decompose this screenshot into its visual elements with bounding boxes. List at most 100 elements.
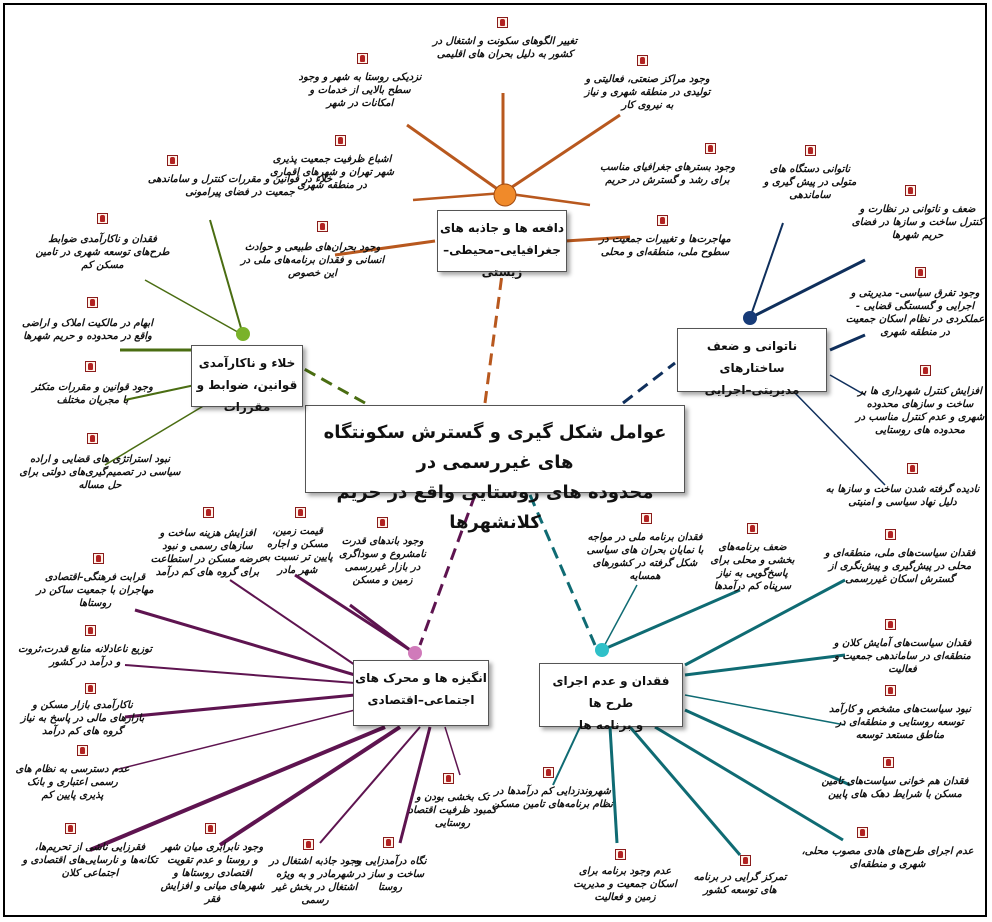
hub-left-line2: قوانین، ضوابط و مقررات xyxy=(196,378,298,414)
central-topic-line2: محدوده های روستایی واقع در حریم کلانشهره… xyxy=(336,482,654,533)
note-icon xyxy=(885,529,896,540)
note-icon xyxy=(905,185,916,196)
note-icon xyxy=(303,839,314,850)
note-icon xyxy=(497,17,508,28)
note-icon xyxy=(93,553,104,564)
leaf-bl6: ناکارآمدی بازار مسکن و بازارهای مالی در … xyxy=(20,700,145,737)
note-icon xyxy=(317,221,328,232)
leaf-bl10: وجود جاذبه اشتغال در شهرمادر و به ویژه ا… xyxy=(269,856,361,906)
hub-bottom-right-line1: فقدان و عدم اجرای طرح ها xyxy=(552,674,670,710)
hub-box-right: ناتوانی و ضعف ساختارهای مدیریتی–اجرایی xyxy=(677,328,827,397)
hub-node-bottom-right xyxy=(595,643,609,657)
leaf-br3: فقدان سیاست‌های ملی، منطقه‌ای و محلی در … xyxy=(824,548,976,585)
hub-left-line1: خلاء و ناکارآمدی xyxy=(198,356,296,370)
leaf-br10: شهروندزدایی کم درآمدها در نظام برنامه‌ها… xyxy=(492,786,613,810)
hub-node-bottom-left xyxy=(408,646,422,660)
note-icon xyxy=(740,855,751,866)
leaf-bl9: وجود نابرابری میان شهر و روستا و عدم تقو… xyxy=(160,842,265,905)
note-icon xyxy=(857,827,868,838)
leaf-bl11: نگاه درآمدزایی به ساخت و ساز در روستا xyxy=(353,856,427,893)
leaf-t4: اشباع ظرفیت جمعیت پذیری شهر تهران و شهره… xyxy=(270,154,394,191)
leaf-br4: فقدان سیاست‌های آمایش کلان و منطقه‌ای در… xyxy=(833,638,972,675)
note-icon xyxy=(920,365,931,376)
hub-top-line1: دافعه ها و جاذبه های xyxy=(439,221,565,235)
leaf-bl12: تک بخشی بودن و کمبود ظرفیت اقتصاد روستای… xyxy=(408,792,497,829)
note-icon xyxy=(637,55,648,66)
leaf-br5: نبود سیاست‌های مشخص و کارآمد توسعه روستا… xyxy=(829,704,971,741)
note-icon xyxy=(885,619,896,630)
hub-node-right xyxy=(743,311,757,325)
hub-node-top xyxy=(493,183,517,207)
leaf-r2: ضعف و ناتوانی در نظارت و کنترل ساخت و سا… xyxy=(851,204,984,241)
hub-box-bottom-left: انگیزه ها و محرک های اجتماعی–اقتصادی xyxy=(353,660,489,726)
leaf-t6: وجود بحران‌های طبیعی و حوادث انسانی و فق… xyxy=(240,242,385,279)
note-icon xyxy=(377,517,388,528)
note-icon xyxy=(87,433,98,444)
leaf-br1: فقدان برنامه ملی در مواجه با نمایان بحرا… xyxy=(586,532,704,582)
leaf-br9: عدم وجود برنامه برای اسکان جمعیت و مدیری… xyxy=(573,866,677,903)
leaf-r4: افزایش کنترل شهرداری ها بر ساخت و سازهای… xyxy=(855,386,985,436)
hub-box-top: دافعه ها و جاذبه های جغرافیایی–محیطی– زی… xyxy=(437,210,567,279)
leaf-bl2: وجود باندهای قدرت نامشروع و سوداگری در ب… xyxy=(338,536,427,586)
leaf-bl3: افزایش هزینه ساخت و سازهای رسمی و نبود ع… xyxy=(150,528,265,578)
leaf-bl8: فقرزایی ناشی از تحریم‌ها، تکانه‌ها و نار… xyxy=(22,842,158,879)
note-icon xyxy=(883,757,894,768)
central-topic-box: عوامل شکل گیری و گسترش سکونتگاه های غیرر… xyxy=(305,405,685,533)
dashed-connector-right xyxy=(622,361,676,405)
leaf-l5: نبود استراتژی های قضایی و اراده سیاسی در… xyxy=(19,454,181,491)
note-icon xyxy=(915,267,926,278)
note-icon xyxy=(805,145,816,156)
diagram-frame: عوامل شکل گیری و گسترش سکونتگاه های غیرر… xyxy=(3,3,987,917)
note-icon xyxy=(443,773,454,784)
leaf-t1: تغییر الگوهای سکونت و اشتغال در کشور به … xyxy=(432,36,578,60)
note-icon xyxy=(657,215,668,226)
leaf-bl7: عدم دسترسی به نظام های رسمی اعتباری و با… xyxy=(15,764,130,801)
note-icon xyxy=(907,463,918,474)
note-icon xyxy=(641,513,652,524)
note-icon xyxy=(205,823,216,834)
leaf-l2: فقدان و ناکارآمدی ضوابط طرح‌های توسعه شه… xyxy=(35,234,170,271)
leaf-r1: ناتوانی دستگاه های متولی در پیش گیری و س… xyxy=(763,164,857,201)
hub-right-line2: مدیریتی–اجرایی xyxy=(704,383,800,397)
note-icon xyxy=(615,849,626,860)
note-icon xyxy=(97,213,108,224)
leaf-br2: ضعف برنامه‌های بخشی و محلی برای پاسخ‌گوی… xyxy=(710,542,795,592)
hub-top-line2: جغرافیایی–محیطی– زیستی xyxy=(443,243,561,279)
leaf-br7: عدم اجرای طرح‌های هادی مصوب محلی، شهری و… xyxy=(801,846,974,870)
note-icon xyxy=(335,135,346,146)
hub-right-line1: ناتوانی و ضعف ساختارهای xyxy=(706,339,798,375)
note-icon xyxy=(543,767,554,778)
hub-bottom-right-line2: و برنامه ها xyxy=(578,718,644,732)
central-topic-line1: عوامل شکل گیری و گسترش سکونتگاه های غیرر… xyxy=(323,422,667,473)
hub-node-left xyxy=(236,327,250,341)
leaf-br8: تمرکز گرایی در برنامه های توسعه کشور xyxy=(693,872,787,896)
leaf-bl1: قیمت زمین، مسکن و اجاره پایین تر نسبت به… xyxy=(262,526,333,576)
leaf-br6: فقدان هم خوانی سیاست‌های تامین مسکن با ش… xyxy=(821,776,969,800)
note-icon xyxy=(85,361,96,372)
note-icon xyxy=(747,523,758,534)
note-icon xyxy=(383,837,394,848)
leaf-l1: خلاء در قوانین و مقررات کنترل و ساماندهی… xyxy=(147,174,333,198)
note-icon xyxy=(295,507,306,518)
leaf-t2: نزدیکی روستا به شهر و وجود سطح بالایی از… xyxy=(298,72,422,109)
leaf-bl5: توزیع ناعادلانه منابع قدرت،ثروت و درآمد … xyxy=(17,644,153,668)
note-icon xyxy=(65,823,76,834)
hub-bottom-left-line1: انگیزه ها و محرک های xyxy=(355,671,487,685)
leaf-l4: وجود قوانین و مقررات متکثر با مجریان مخت… xyxy=(32,382,153,406)
dashed-connector-bottom-right xyxy=(528,494,597,646)
note-icon xyxy=(885,685,896,696)
leaf-t5: وجود بسترهای جغرافیای مناسب برای رشد و گ… xyxy=(599,162,736,186)
connector-layer xyxy=(89,93,886,856)
hub-bottom-left-line2: اجتماعی–اقتصادی xyxy=(367,693,475,707)
leaf-bl4: قرابت فرهنگی-اقتصادی مهاجران با جمعیت سا… xyxy=(36,572,154,609)
note-icon xyxy=(203,507,214,518)
note-icon xyxy=(167,155,178,166)
hub-box-bottom-right: فقدان و عدم اجرای طرح ها و برنامه ها xyxy=(539,663,683,732)
leaf-l3: ابهام در مالکیت املاک و اراضی واقع در مح… xyxy=(21,318,153,342)
dashed-connector-top xyxy=(483,266,505,404)
leaf-r3: وجود تفرق سیاسی- مدیریتی و اجرایی و گسست… xyxy=(845,288,985,338)
note-icon xyxy=(357,53,368,64)
dashed-connector-left xyxy=(296,363,366,405)
note-icon xyxy=(85,625,96,636)
note-icon xyxy=(705,143,716,154)
